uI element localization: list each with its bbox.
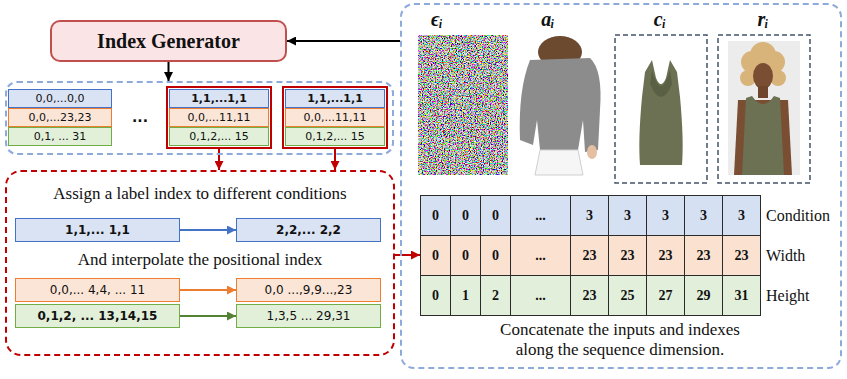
group-text: Assign a label index to different condit… (5, 184, 395, 204)
box-text: 0,1, ... 31 (34, 130, 86, 143)
index-box: 1,3,5 ... 29,31 (236, 304, 381, 328)
box-text: 1,1,... 1,1 (65, 223, 130, 237)
table-cell: 1 (450, 275, 481, 316)
box-text: 0,0,...23,23 (29, 111, 92, 124)
table-cell: 0 (450, 195, 481, 236)
index-box: 0,1,2,... 15 (285, 127, 385, 146)
box-text: Index Generator (97, 30, 240, 53)
index-box: 0,0,... 4,4, ... 11 (15, 278, 180, 302)
table-cell: 25 (608, 275, 647, 316)
index-box: 0,0,...11,11 (169, 108, 269, 127)
index-box: 0,1,2, ... 13,14,15 (15, 304, 180, 328)
box-text: 2,2,... 2,2 (276, 223, 341, 237)
tank-top (639, 60, 682, 165)
table-cell: 3 (684, 195, 723, 236)
pants (535, 150, 583, 175)
lace (650, 70, 672, 97)
table-cell: 23 (722, 235, 761, 276)
box-text: 0,1,2,... 15 (189, 130, 248, 143)
table-cell: ... (510, 235, 571, 276)
input-symbol: aᵢ (528, 5, 568, 33)
arrow (180, 315, 236, 317)
noise-image (418, 35, 508, 175)
table-cell: ... (510, 275, 571, 316)
table-cell: 2 (480, 275, 511, 316)
selected-stack: 1,1,...1,1 0,0,...11,11 0,1,2,... 15 (282, 86, 388, 149)
garment-image (639, 60, 682, 165)
detail-group: Assign a label index to different condit… (5, 170, 395, 356)
table-cell: 29 (684, 275, 723, 316)
arrow (218, 149, 220, 170)
table-cell: ... (510, 195, 571, 236)
table-cell: 3 (570, 195, 609, 236)
row-label: Condition (766, 195, 838, 236)
index-box: 0,1, ... 31 (8, 127, 112, 146)
grey-mask (520, 58, 601, 152)
table-cell: 3 (608, 195, 647, 236)
index-group: 0,0,...0,0 0,0,...23,23 0,1, ... 31 1,1,...… (5, 81, 394, 155)
index-box: 2,2,... 2,2 (236, 218, 381, 242)
box-text: 0,1,2,... 15 (305, 130, 364, 143)
box-text: 1,3,5 ... 29,31 (267, 309, 351, 323)
agnostic-person-image (520, 36, 601, 175)
dashed-frame (718, 35, 810, 183)
input-symbol: cᵢ (640, 5, 680, 33)
table-cell: 23 (684, 235, 723, 276)
table-cell: 3 (722, 195, 761, 236)
tank-top (742, 96, 784, 175)
group-text: And interpolate the positional index (5, 250, 395, 270)
index-box: 1,1,...1,1 (169, 89, 269, 108)
table-cell: 23 (646, 235, 685, 276)
index-box: 1,1,... 1,1 (15, 218, 180, 242)
table-cell: 3 (646, 195, 685, 236)
input-symbol: ϵᵢ (417, 5, 457, 33)
row-label: Height (766, 275, 838, 316)
arrow (287, 40, 400, 42)
table-cell: 0 (420, 235, 451, 276)
table-cell: 31 (722, 275, 761, 316)
box-text: 0,0,... 4,4, ... 11 (50, 283, 145, 297)
table-cell: 23 (570, 275, 609, 316)
generator-box: Index Generator (50, 20, 287, 62)
arrow (395, 254, 420, 256)
index-box: 0,0,...11,11 (285, 108, 385, 127)
index-box: 0,0 ...,9,9...,23 (236, 278, 381, 302)
reference-person-image (728, 41, 800, 175)
box-text: 0,1,2, ... 13,14,15 (38, 309, 158, 323)
table-cell: 0 (450, 235, 481, 276)
table-cell: 0 (420, 275, 451, 316)
table-cell: 0 (420, 195, 451, 236)
box-text: 1,1,...1,1 (191, 92, 247, 105)
index-box: 1,1,...1,1 (285, 89, 385, 108)
box-text: 1,1,...1,1 (307, 92, 363, 105)
arrow (180, 289, 236, 291)
table-cell: 23 (608, 235, 647, 276)
table-cell: 27 (646, 275, 685, 316)
table-cell: 0 (480, 235, 511, 276)
table-cell: 23 (570, 235, 609, 276)
index-box: 0,0,...23,23 (8, 108, 112, 127)
input-symbol: rᵢ (743, 5, 783, 33)
photo-ground (728, 41, 800, 175)
box-text: 0,0,...11,11 (304, 111, 367, 124)
dashed-frame (615, 35, 707, 183)
index-box: 0,0,...0,0 (8, 89, 112, 108)
box-text: 0,0 ...,9,9...,23 (265, 283, 353, 297)
ellipsis: ... (120, 106, 160, 128)
index-box: 0,1,2,... 15 (169, 127, 269, 146)
arrow (180, 229, 236, 231)
box-text: 0,0,...0,0 (36, 92, 85, 105)
hand (587, 145, 597, 159)
table-cell: 0 (480, 195, 511, 236)
group-text: Concatenate the inputs and indexes along… (485, 320, 755, 359)
arrow (168, 62, 170, 81)
box-text: 0,0,...11,11 (188, 111, 251, 124)
selected-stack: 1,1,...1,1 0,0,...11,11 0,1,2,... 15 (166, 86, 272, 149)
row-label: Width (766, 235, 838, 276)
arrow (334, 149, 336, 170)
neck (758, 86, 768, 98)
face (753, 63, 773, 89)
